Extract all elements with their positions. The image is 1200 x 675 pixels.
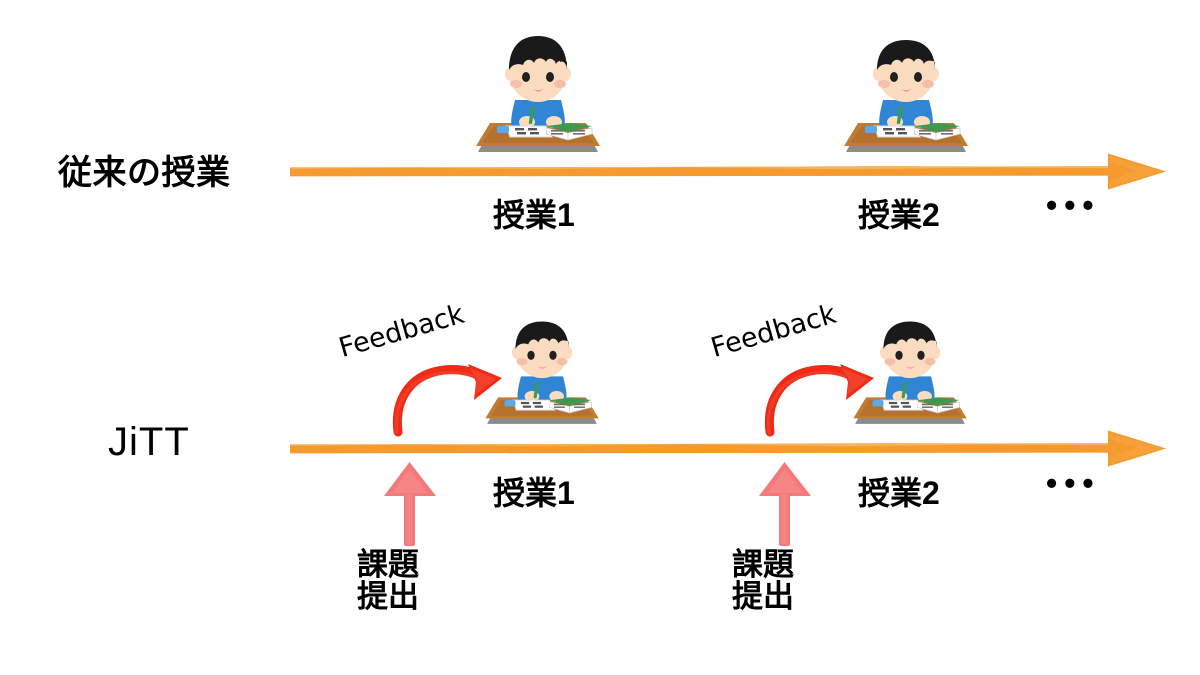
lesson-label-jitt-1: 授業1 bbox=[493, 475, 575, 511]
ellipsis-traditional: ••• bbox=[1046, 187, 1101, 223]
student-studying-icon bbox=[836, 22, 976, 162]
submit-label-2: 課題 提出 bbox=[732, 549, 794, 613]
lesson-label-traditional-1: 授業1 bbox=[493, 197, 575, 233]
lesson-label-jitt-2: 授業2 bbox=[858, 475, 940, 511]
submit-label-1: 課題 提出 bbox=[357, 549, 419, 613]
lesson-label-traditional-2: 授業2 bbox=[858, 197, 940, 233]
timeline-arrow-traditional bbox=[288, 151, 1168, 191]
student-studying-icon bbox=[846, 305, 974, 433]
right-arrow-icon bbox=[290, 153, 1166, 190]
up-arrow-icon bbox=[753, 458, 817, 548]
curved-red-arrow-icon bbox=[384, 350, 514, 440]
curved-red-arrow-icon bbox=[756, 350, 886, 440]
student-studying-icon bbox=[478, 305, 606, 433]
row-label-traditional: 従来の授業 bbox=[58, 154, 231, 192]
ellipsis-jitt: ••• bbox=[1046, 465, 1101, 501]
up-arrow-icon bbox=[378, 458, 442, 548]
timeline-arrow-jitt bbox=[288, 428, 1168, 468]
row-label-jitt: JiTT bbox=[108, 420, 190, 464]
submit-label-1-line2: 提出 bbox=[357, 578, 419, 614]
submit-label-2-line1: 課題 bbox=[732, 547, 794, 582]
submit-label-2-line2: 提出 bbox=[732, 578, 794, 614]
submit-label-1-line1: 課題 bbox=[357, 547, 419, 582]
student-studying-icon bbox=[468, 22, 608, 162]
right-arrow-icon bbox=[290, 430, 1166, 467]
